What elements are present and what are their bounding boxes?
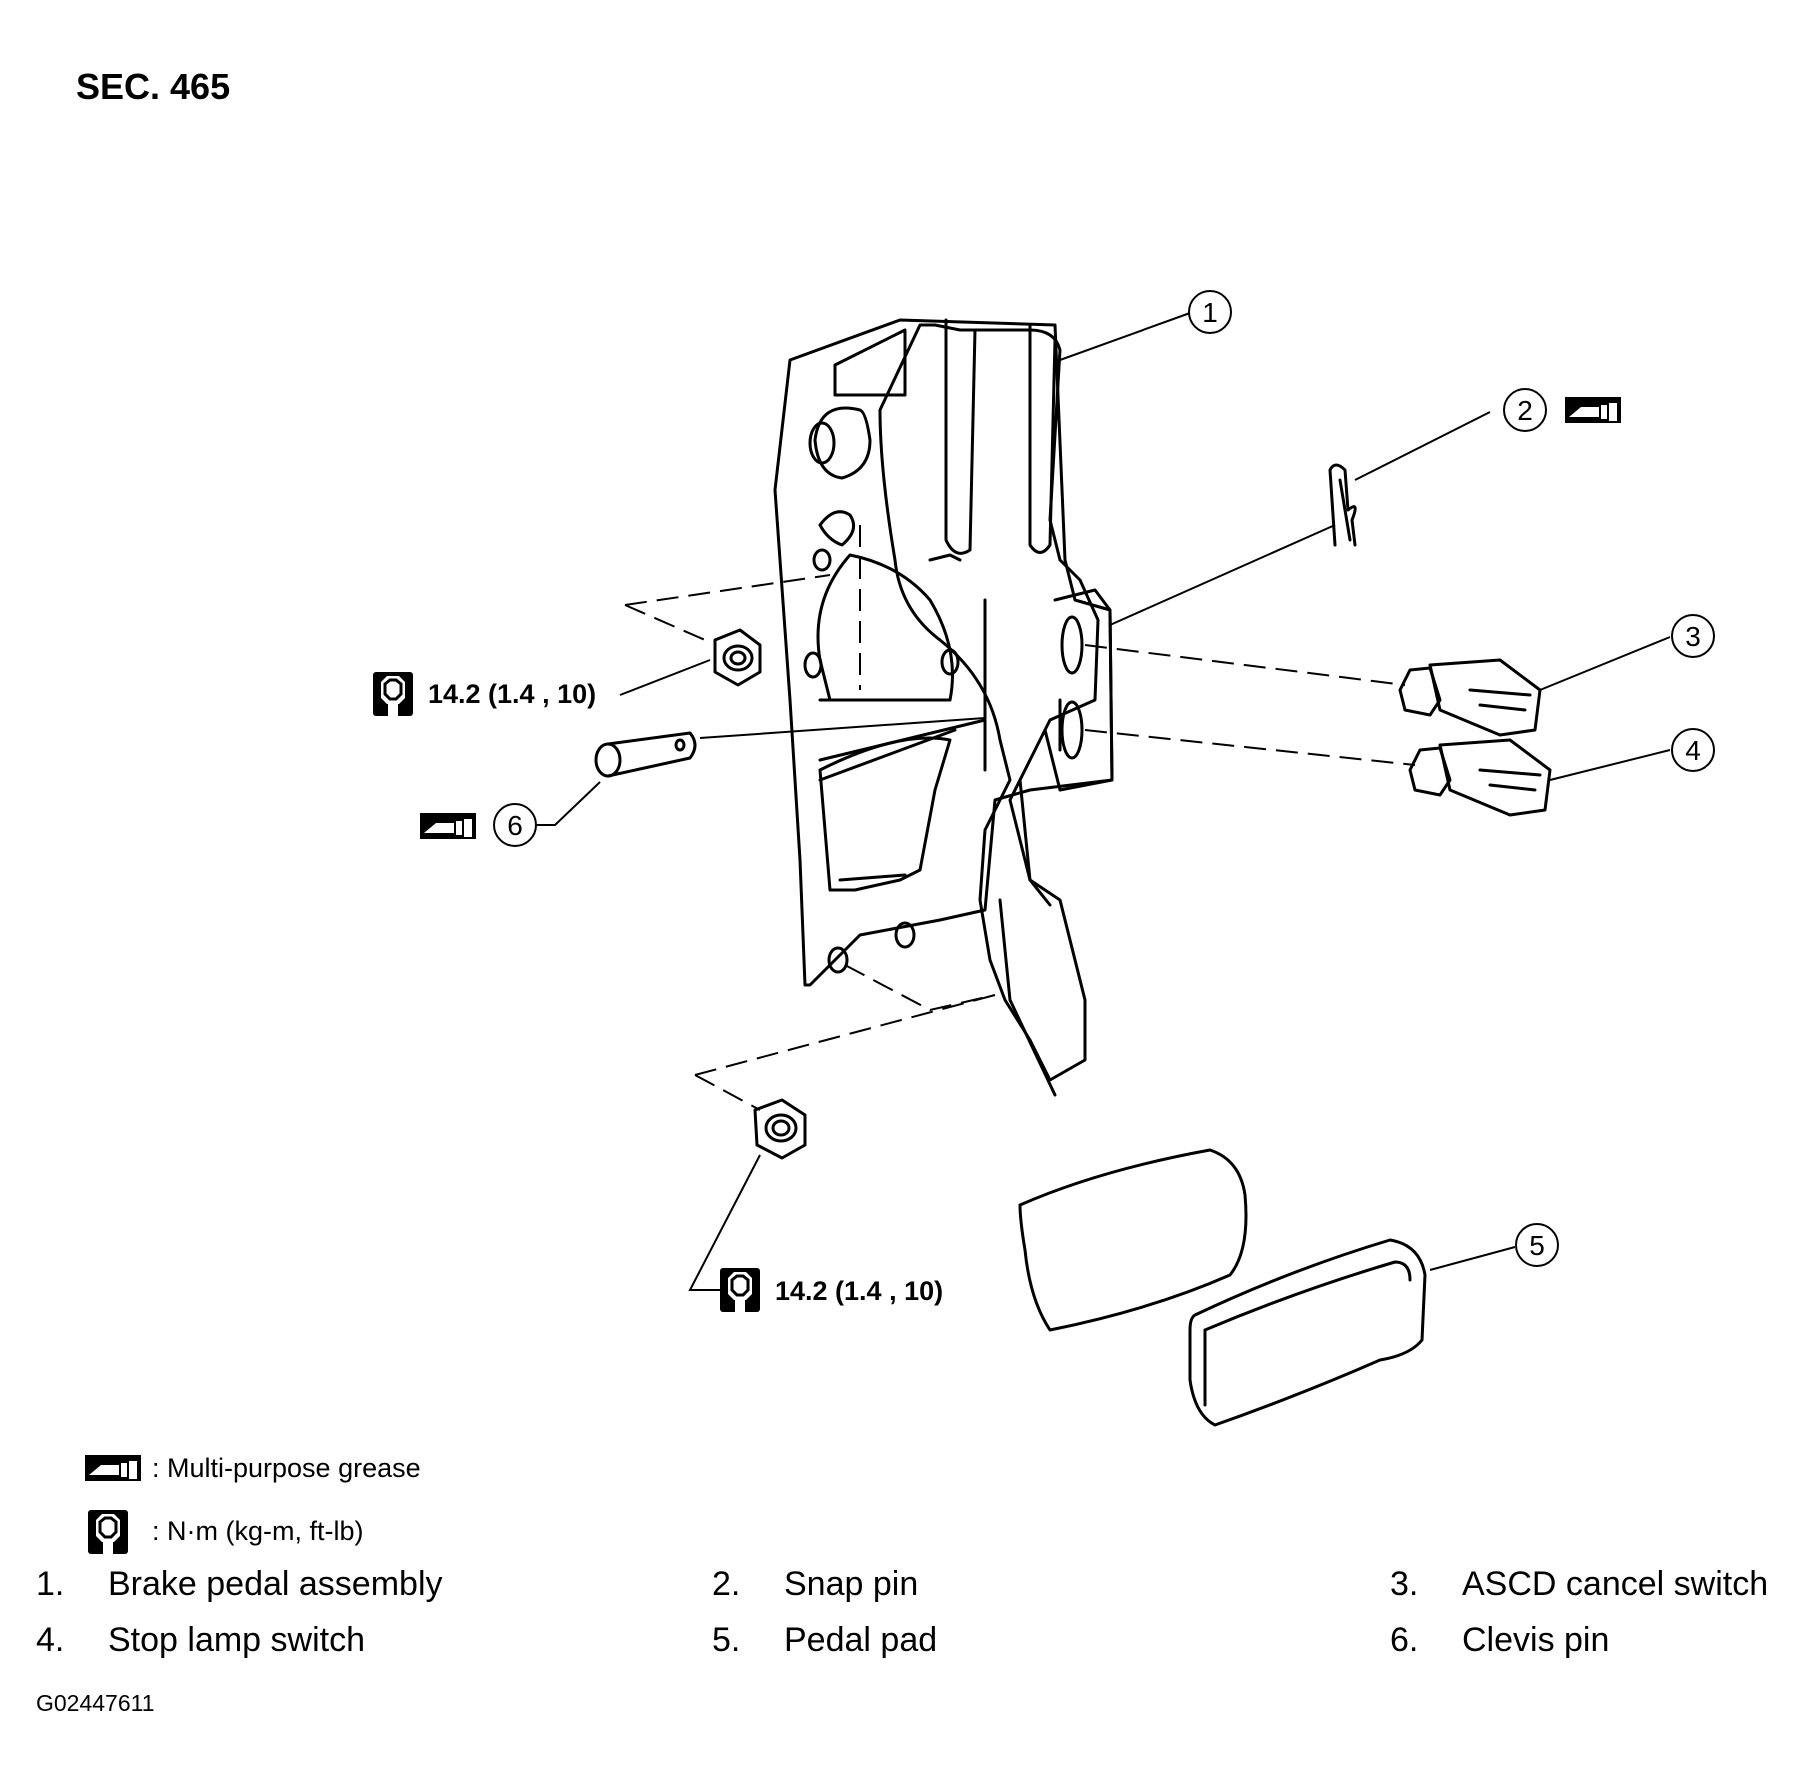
callout-4: 4 xyxy=(1685,735,1701,766)
grease-gun-icon xyxy=(420,813,476,839)
dashed-line-bracket-bottom xyxy=(844,964,996,1012)
legend-grease: : Multi-purpose grease xyxy=(152,1453,421,1483)
part-item: 2.Snap pin xyxy=(712,1565,919,1603)
pedal-face xyxy=(1018,1148,1248,1332)
grease-gun-icon xyxy=(85,1455,141,1481)
pedal-arm xyxy=(878,318,1114,1097)
torque-wrench-icon xyxy=(86,1508,130,1556)
pedal-bracket xyxy=(773,318,1114,987)
dashed-line-nut-upper-a xyxy=(624,574,831,606)
leader-line-2 xyxy=(1354,411,1491,481)
callout-circle-3 xyxy=(1671,614,1715,658)
leader-line-3 xyxy=(1539,636,1671,691)
part-item: 3.ASCD cancel switch xyxy=(1390,1565,1769,1603)
section-label: SEC. 465 xyxy=(76,66,231,107)
dashed-line-nut-lower-a xyxy=(694,994,996,1076)
leader-line-2b xyxy=(1109,524,1336,626)
dashed-line-switch-3 xyxy=(1084,644,1406,686)
figure-id: G02447611 xyxy=(36,1690,155,1716)
pin-axis-line xyxy=(699,717,986,739)
ascd-cancel-switch xyxy=(1398,658,1542,737)
stop-lamp-switch xyxy=(1408,738,1552,817)
legend-torque: : N·m (kg-m, ft-lb) xyxy=(152,1516,363,1546)
torque-wrench-icon xyxy=(371,670,415,718)
callout-circle-4 xyxy=(1671,728,1715,772)
part-item: 1.Brake pedal assembly xyxy=(36,1565,443,1603)
callout-circle-2 xyxy=(1503,388,1547,432)
callout-2: 2 xyxy=(1517,395,1533,426)
part-item: 6.Clevis pin xyxy=(1390,1621,1610,1659)
callout-circle-6 xyxy=(493,803,537,847)
grease-gun-icon xyxy=(1565,397,1621,423)
torque-wrench-icon xyxy=(718,1266,762,1314)
leader-line-nut-upper xyxy=(619,659,711,696)
leader-line-4 xyxy=(1549,749,1671,781)
callout-6: 6 xyxy=(507,810,523,841)
callout-circle-1 xyxy=(1188,290,1232,334)
leader-line-5 xyxy=(1429,1246,1516,1271)
dashed-line-nut-upper-b xyxy=(624,604,706,641)
part-item: 5.Pedal pad xyxy=(712,1621,938,1659)
torque-spec-upper: 14.2 (1.4 , 10) xyxy=(428,679,596,709)
dashed-line-switch-4 xyxy=(1084,729,1416,766)
snap-pin xyxy=(1328,463,1357,547)
dashed-line-nut-lower-b xyxy=(694,1074,761,1111)
callout-1: 1 xyxy=(1202,297,1218,328)
leader-line-1 xyxy=(1059,312,1191,361)
leader-line-nut-lower xyxy=(688,1154,761,1291)
callout-circle-5 xyxy=(1515,1223,1559,1267)
part-item: 4.Stop lamp switch xyxy=(36,1621,365,1659)
torque-spec-lower: 14.2 (1.4 , 10) xyxy=(775,1276,943,1306)
upper-nut xyxy=(713,628,762,687)
pedal-pad xyxy=(1188,1238,1427,1427)
clevis-pin xyxy=(594,731,697,778)
callout-3: 3 xyxy=(1685,621,1701,652)
lower-nut xyxy=(753,1098,807,1160)
callout-5: 5 xyxy=(1529,1230,1545,1261)
